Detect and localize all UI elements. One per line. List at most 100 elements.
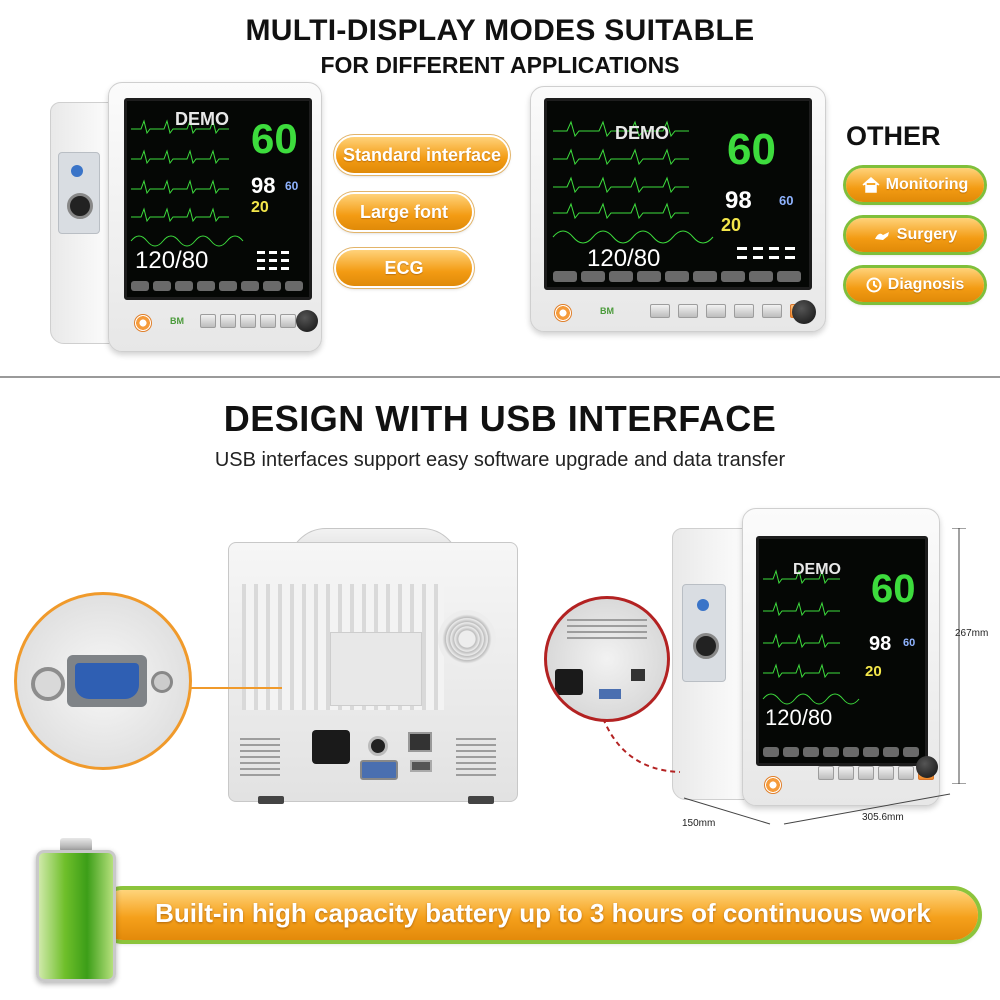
other-pill-monitoring[interactable]: Monitoring: [846, 168, 984, 202]
mode-pill-standard[interactable]: Standard interface: [336, 137, 508, 173]
front-key[interactable]: [240, 314, 256, 328]
front-key[interactable]: [762, 304, 782, 318]
speaker-grille: [438, 610, 496, 668]
rotary-knob[interactable]: [296, 310, 318, 332]
vga-port: [599, 689, 621, 699]
monitor-screen: DEMO 60 98 60 20 120/80: [544, 98, 812, 290]
house-icon: [862, 177, 880, 193]
screen-spo2: 98: [869, 633, 892, 655]
screen-heart-rate: 60: [871, 567, 916, 611]
ecg-waveforms: [552, 120, 801, 282]
ethernet-port: [631, 669, 645, 681]
other-pill-diagnosis[interactable]: Diagnosis: [846, 268, 984, 302]
screen-blood-pressure: 120/80: [587, 245, 661, 272]
monitor-right: DEMO 60 98 60 20 120/80 BM: [530, 86, 826, 332]
height-label: 267mm: [955, 628, 989, 639]
front-key[interactable]: [734, 304, 754, 318]
front-key[interactable]: [260, 314, 276, 328]
front-button-row: [650, 304, 810, 318]
mode-pill-label: Large font: [360, 201, 448, 222]
back-vent: [240, 736, 280, 776]
screen-pulse: 60: [779, 193, 794, 208]
height-dimension-line: [952, 528, 966, 784]
section-title-usb: DESIGN WITH USB INTERFACE: [223, 398, 777, 439]
vga-port: [360, 760, 398, 780]
battery-icon: [30, 838, 122, 988]
monitor-screen: DEMO 60 98 60 20 120/80: [124, 98, 312, 300]
usb-port: [410, 760, 432, 772]
screen-demo-label: DEMO: [793, 561, 841, 578]
screen-blood-pressure: 120/80: [135, 247, 209, 274]
screen-resp: 20: [251, 199, 269, 216]
front-key[interactable]: [280, 314, 296, 328]
ethernet-port: [408, 732, 432, 752]
monitor-left: DEMO 60 98 60 20 120/80 BM: [50, 82, 322, 354]
brand-logo: BM: [170, 316, 184, 326]
front-key[interactable]: [200, 314, 216, 328]
power-socket: [555, 669, 583, 695]
power-button[interactable]: [134, 314, 152, 332]
screen-heart-rate: 60: [251, 115, 298, 162]
power-socket: [312, 730, 350, 764]
screen-pulse: 60: [903, 637, 916, 649]
foot: [468, 796, 494, 804]
front-key[interactable]: [678, 304, 698, 318]
mode-pill-label: ECG: [384, 257, 424, 278]
mode-pill-ecg[interactable]: ECG: [336, 250, 472, 286]
width-label: 305.6mm: [862, 812, 904, 823]
back-label-plate: [330, 632, 422, 706]
power-button[interactable]: [764, 776, 782, 794]
mode-pill-label: Standard interface: [342, 144, 502, 165]
depth-label: 150mm: [682, 818, 716, 829]
other-heading: OTHER: [846, 121, 941, 151]
front-key[interactable]: [650, 304, 670, 318]
screen-spo2: 98: [725, 187, 752, 214]
screen-spo2: 98: [251, 173, 276, 198]
monitor-back-view: [228, 528, 518, 808]
vga-connector: [67, 655, 147, 707]
screw-post: [151, 671, 173, 693]
ecg-waveforms: [130, 119, 303, 291]
clock-icon: [866, 277, 882, 293]
front-key[interactable]: [818, 766, 834, 780]
other-pill-label: Diagnosis: [887, 276, 965, 293]
front-key[interactable]: [858, 766, 874, 780]
front-key[interactable]: [220, 314, 236, 328]
callout-line: [180, 687, 282, 689]
front-key[interactable]: [706, 304, 726, 318]
section-title-display-modes: MULTI-DISPLAY MODES SUITABLE: [245, 14, 755, 47]
section-subtitle-display-modes: FOR DIFFERENT APPLICATIONS: [320, 52, 680, 78]
battery-body: [36, 850, 116, 982]
rotary-knob[interactable]: [916, 756, 938, 778]
width-dimension-line: [783, 793, 951, 825]
hand-icon: [874, 232, 889, 240]
port-zoom-callout: [14, 592, 192, 770]
round-connector: [31, 667, 65, 701]
other-pill-surgery[interactable]: Surgery: [846, 218, 984, 252]
screen-blood-pressure: 120/80: [765, 705, 833, 730]
other-pill-label: Surgery: [896, 226, 958, 243]
battery-terminal: [60, 838, 92, 852]
rotary-knob[interactable]: [792, 300, 816, 324]
section-divider: [0, 376, 1000, 378]
screen-pulse: 60: [285, 179, 299, 193]
brand-logo: BM: [600, 306, 614, 316]
front-key[interactable]: [838, 766, 854, 780]
mode-pill-large-font[interactable]: Large font: [336, 194, 472, 230]
side-connector-panel: [58, 152, 100, 234]
front-key[interactable]: [878, 766, 894, 780]
monitor-dimension-view: DEMO 60 98 60 20 120/80: [672, 508, 942, 820]
ecg-waveforms: [762, 569, 919, 757]
monitor-screen: DEMO 60 98 60 20 120/80: [756, 536, 928, 766]
back-vent: [456, 736, 496, 776]
foot: [258, 796, 284, 804]
front-key[interactable]: [898, 766, 914, 780]
vent: [567, 617, 647, 639]
power-button[interactable]: [554, 304, 572, 322]
other-pill-label: Monitoring: [885, 176, 969, 193]
battery-banner: [98, 890, 978, 940]
screen-resp: 20: [721, 215, 742, 235]
dashed-callout-line: [599, 709, 681, 773]
screen-demo-label: DEMO: [615, 123, 669, 143]
rear-port-zoom-callout: [544, 596, 670, 722]
